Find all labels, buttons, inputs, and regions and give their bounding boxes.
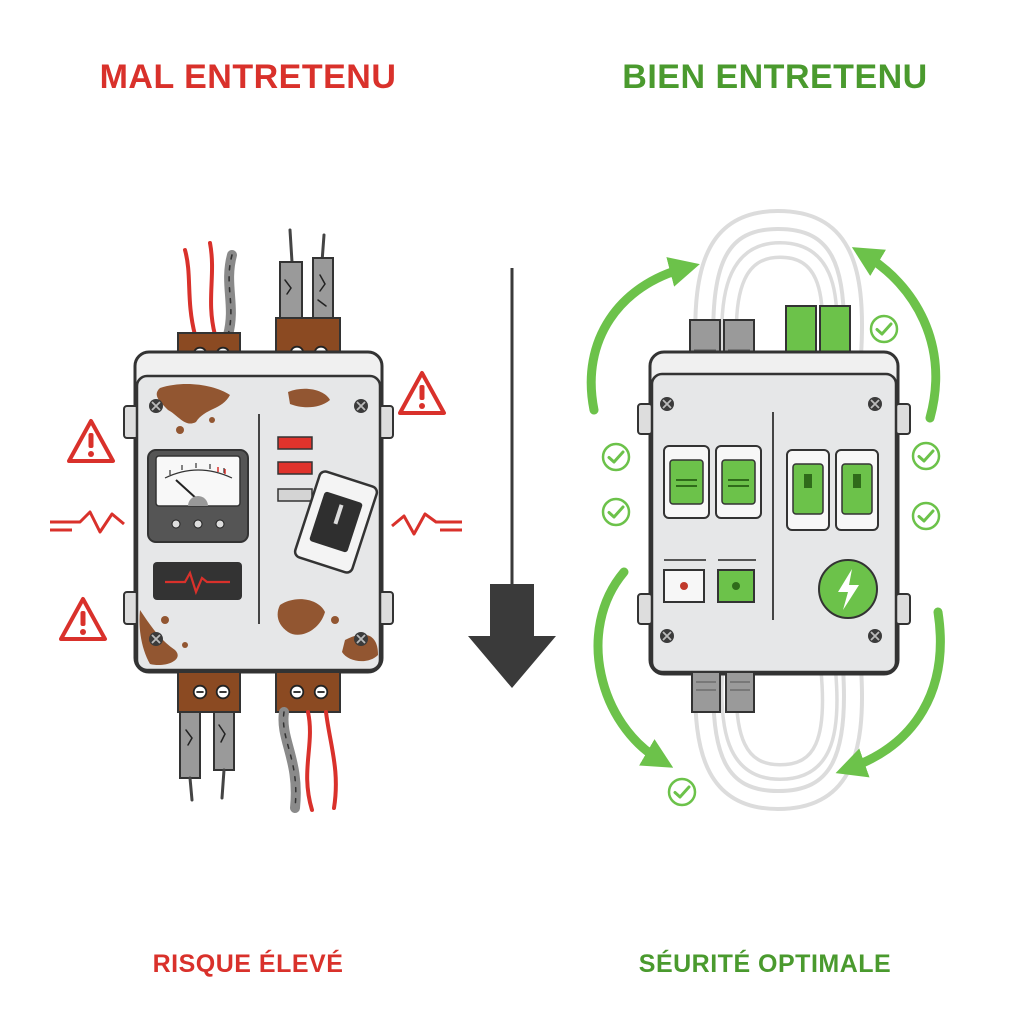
arrow-down-icon — [468, 268, 556, 688]
check-icon — [601, 497, 631, 527]
check-icon — [911, 441, 941, 471]
circuit-breakers — [663, 445, 879, 531]
warning-icon-right — [398, 371, 446, 415]
damaged-wires-bottom — [179, 707, 338, 813]
fault-pulse-display — [153, 562, 242, 600]
status-modules — [663, 559, 756, 603]
bad-panel — [50, 228, 462, 813]
good-panel — [586, 208, 945, 812]
check-icon — [911, 501, 941, 531]
caption-optimal-safety: SÉURITÉ OPTIMALE — [638, 950, 892, 978]
coiled-cable — [693, 208, 864, 812]
circular-arrow-icons — [586, 247, 945, 778]
check-icon — [667, 777, 697, 807]
check-icon — [869, 314, 899, 344]
title-bad-maintenance: MAL ENTRETENU — [99, 58, 397, 96]
spark-icon-left — [50, 510, 125, 534]
rusty-terminal-bottom — [177, 671, 341, 713]
title-good-maintenance: BIEN ENTRETENU — [622, 58, 928, 96]
caption-high-risk: RISQUE ÉLEVÉ — [152, 950, 344, 978]
lightning-bolt-icon — [818, 559, 878, 619]
cable-glands-bottom — [691, 671, 755, 713]
rocker-switch-off — [293, 470, 379, 574]
warning-icon-left-bottom — [59, 597, 107, 641]
check-icon — [601, 442, 631, 472]
analog-gauge — [147, 449, 249, 543]
warning-icon-left-top — [67, 419, 115, 463]
spark-icon-right — [391, 512, 462, 536]
